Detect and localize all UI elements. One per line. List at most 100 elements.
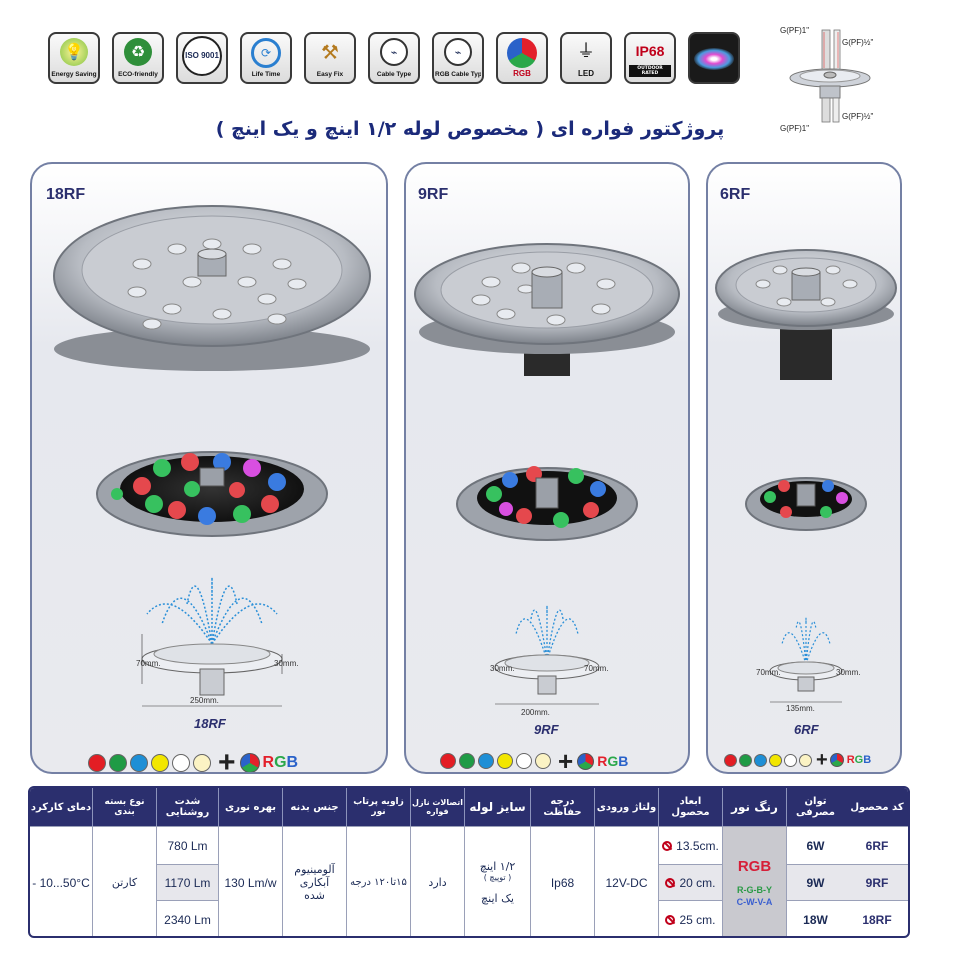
spec-table: کد محصول توان مصرفی رنگ نور ابعاد محصول … (28, 786, 910, 938)
row-9rf-code: 9RF (844, 864, 908, 900)
temperature-cell: - 10...50°C (30, 826, 92, 936)
row-9rf-size: 20 cm. (658, 864, 722, 900)
light-color-alt-2: C-W-V-A (736, 897, 773, 907)
model-label: 18RF (194, 716, 226, 731)
color-red-dot (88, 754, 106, 772)
panel-title: 9RF (418, 186, 449, 203)
beam-angle-cell: ۱۵تا۱۲۰ درجه (346, 826, 410, 936)
plus-icon: + (218, 746, 236, 774)
header-efficacy: بهره نوری (218, 788, 282, 826)
badge-eco-friendly: ♻ ECO-friendly (112, 32, 164, 84)
row-6rf-power: 6W (786, 826, 844, 864)
header-temperature: دمای کارکرد (30, 801, 92, 813)
header-pipe-size: سایز لوله (464, 788, 530, 826)
body-material-cell: آلومینیوم آبکاری شده (282, 826, 346, 936)
pipe-size-cell: ۱/۲ اینچ ( توپیچ ) یک اینچ (464, 826, 530, 936)
light-color-alt-1: R-G-B-Y (737, 885, 772, 895)
color-options: + RGB (724, 750, 871, 770)
header-dimensions: ابعاد محصول (658, 788, 722, 826)
color-white-dot (784, 753, 797, 767)
light-color-main: RGB (737, 858, 772, 875)
model-label: 9RF (534, 722, 559, 737)
height-dimension: 70mm. (584, 664, 609, 673)
pipe-label-bottom-right: G(PF)½" (842, 112, 874, 121)
plus-icon: + (816, 749, 828, 771)
depth-dimension: 30mm. (274, 659, 299, 668)
bulb-icon: 💡 (60, 38, 88, 66)
badge-easy-fix: ⚒ Easy Fix (304, 32, 356, 84)
badge-ip68: IP68 OUTDOOR RATED (624, 32, 676, 84)
width-dimension: 135mm. (786, 704, 815, 713)
recycle-icon: ♻ (124, 38, 152, 66)
row-9rf-power: 9W (786, 864, 844, 900)
color-blue-dot (130, 754, 148, 772)
color-warm-dot (535, 753, 551, 769)
badge-rgb-cable-type: ⌁ RGB Cable Type (432, 32, 484, 84)
height-dimension: 70mm. (756, 668, 781, 677)
badge-fountain-photo (688, 32, 740, 84)
pipe-diagram-drawing (789, 29, 871, 123)
rgb-label: RGB (597, 753, 629, 769)
color-green-dot (109, 754, 127, 772)
voltage-cell: 12V-DC (594, 826, 658, 936)
badge-cable-type: ⌁ Cable Type (368, 32, 420, 84)
pipe-label-top-right: G(PF)½" (842, 38, 874, 47)
header-nozzle: اتصالات نازل فواره (410, 788, 464, 826)
cable-icon: ⌁ (380, 38, 408, 66)
pipe-size-half: ۱/۲ اینچ (479, 860, 516, 873)
clock-icon: ⟳ (251, 38, 281, 68)
header-lumen: شدت روشنایی (156, 788, 218, 826)
color-yellow-dot (497, 753, 513, 769)
color-blue-dot (478, 753, 494, 769)
color-options: + RGB (440, 748, 629, 772)
height-dimension: 70mm. (136, 659, 161, 668)
row-18rf-power: 18W (786, 900, 844, 936)
header-light-color: رنگ نور (722, 788, 786, 826)
light-color-cell: RGB R-G-B-Y C-W-V-A (722, 826, 786, 936)
row-6rf-code: 6RF (844, 826, 908, 864)
badge-iso: ISO 9001 (176, 32, 228, 84)
color-red-dot (440, 753, 456, 769)
pipe-label-bottom-left: G(PF)1" (780, 124, 810, 133)
color-white-dot (516, 753, 532, 769)
width-dimension: 250mm. (190, 696, 219, 705)
depth-dimension: 30mm. (836, 668, 861, 677)
row-6rf-lumen: 780 Lm (156, 826, 218, 864)
pipe-size-diagram: G(PF)1" G(PF)½" G(PF)1" G(PF)½" (780, 20, 890, 140)
ip68-icon: IP68 (635, 43, 665, 59)
packaging-cell: کارتن (92, 826, 156, 936)
panel-title: 6RF (720, 186, 751, 203)
product-panel-18rf: 18RF (30, 162, 388, 774)
pipe-size-note: ( توپیچ ) (483, 873, 512, 882)
rgb-wheel-icon (507, 38, 537, 68)
color-options: + RGB (88, 746, 298, 774)
color-warm-dot (799, 753, 812, 767)
rgb-ball-icon (829, 753, 844, 767)
rgb-ball-icon (577, 752, 595, 770)
header-beam-angle: زاویه پرتاب نور (346, 788, 410, 826)
page-title: پروژکتور فواره ای ( مخصوص لوله ۱/۲ اینچ … (215, 118, 725, 140)
nozzle-cell: دارد (410, 826, 464, 936)
product-panel-6rf: 6RF 70mm. (706, 162, 902, 774)
badge-energy-saving: 💡 Energy Saving (48, 32, 100, 84)
feature-badges: 💡 Energy Saving ♻ ECO-friendly ISO 9001 … (48, 32, 740, 84)
width-dimension: 200mm. (521, 708, 550, 717)
row-6rf-size: 13.5cm. (658, 826, 722, 864)
panel-title: 18RF (46, 186, 86, 203)
rgb-ball-icon (239, 753, 260, 772)
fountain-photo-icon (694, 48, 734, 70)
product-images-18rf (53, 205, 371, 707)
color-yellow-dot (151, 754, 169, 772)
badge-led: ⏚ LED (560, 32, 612, 84)
color-white-dot (172, 754, 190, 772)
color-red-dot (724, 753, 737, 767)
rgb-label: RGB (846, 754, 872, 766)
color-green-dot (459, 753, 475, 769)
product-panel-9rf: 9RF (404, 162, 690, 774)
product-images-9rf (414, 243, 680, 705)
header-packaging: نوع بسته بندی (92, 788, 156, 826)
header-protection: درجه حفاظت (530, 788, 594, 826)
efficacy-cell: 130 Lm/w (218, 826, 282, 936)
color-yellow-dot (769, 753, 782, 767)
pipe-size-one: یک اینچ (481, 892, 514, 905)
